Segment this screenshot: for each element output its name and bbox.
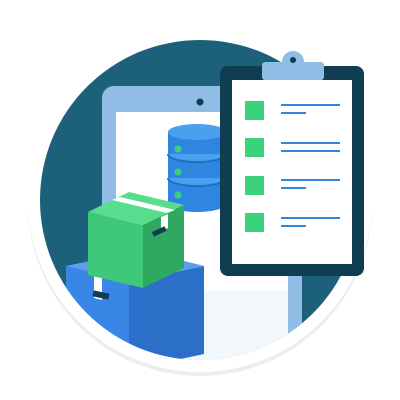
clipboard-icon <box>220 51 364 276</box>
green-box <box>88 192 184 288</box>
list-item <box>245 213 340 232</box>
list-item <box>245 176 340 195</box>
checkbox-icon <box>245 138 264 157</box>
list-item <box>245 138 340 157</box>
checkbox-icon <box>245 176 264 195</box>
database-icon <box>167 124 227 212</box>
clipboard-clip <box>262 62 324 80</box>
checkbox-icon <box>245 101 264 120</box>
tablet-camera <box>196 98 204 106</box>
clipboard-clip-top <box>282 51 304 62</box>
checkbox-icon <box>245 213 264 232</box>
database-indicator <box>174 168 182 176</box>
database-indicator <box>174 191 182 199</box>
clipboard-clip-hole <box>290 57 296 63</box>
database-indicator <box>174 145 182 153</box>
list-item <box>245 101 340 120</box>
